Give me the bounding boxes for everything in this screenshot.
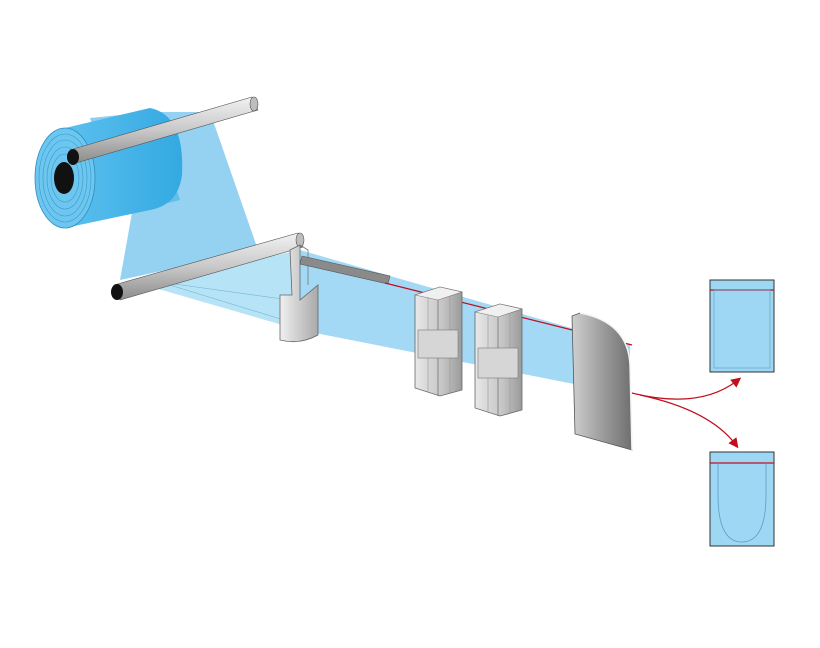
- folding-plate: [279, 244, 319, 343]
- roller-icon: [67, 149, 79, 165]
- sealing-jaw-2: [473, 303, 524, 417]
- knife-icon: [571, 312, 633, 451]
- arrow-to-round-bag: [639, 394, 739, 449]
- round-bottom-bag-icon: [709, 451, 775, 547]
- folding-plate-icon: [279, 244, 319, 343]
- sealing-jaw-1: [413, 286, 464, 397]
- flat-bag: [709, 279, 775, 373]
- round-bottom-bag: [709, 451, 775, 547]
- output-arrows: [631, 377, 742, 449]
- upper-guide-roller: [67, 96, 259, 165]
- roller-icon: [111, 284, 123, 300]
- cutting-knife: [571, 312, 633, 451]
- flat-bag-icon: [709, 279, 775, 373]
